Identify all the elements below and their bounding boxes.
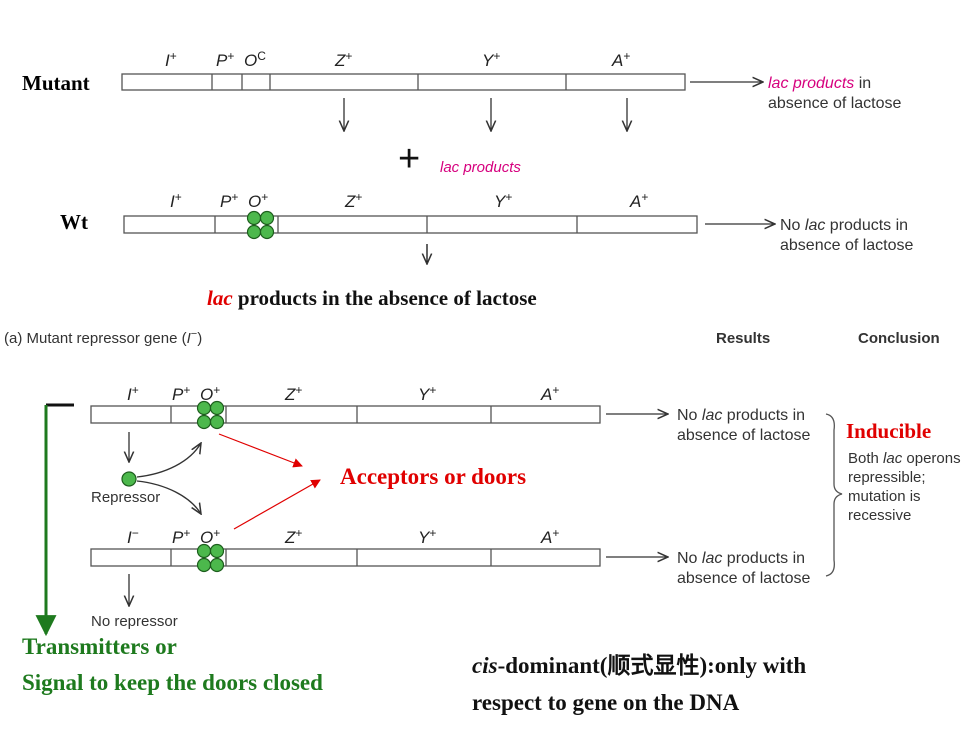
wt-gene-p: P+ [220, 190, 238, 211]
row1-gene-i: I+ [127, 383, 139, 404]
mutant-result-line2: absence of lactose [768, 95, 902, 112]
wt-result-line2: absence of lactose [780, 237, 914, 254]
mutant-gene-z: Z+ [334, 49, 352, 70]
repressor-label: Repressor [91, 489, 160, 506]
conclusion-line1: Both lac operons [848, 450, 961, 467]
mutant-gene-p: P+ [216, 49, 234, 70]
acceptors-label: Acceptors or doors [340, 464, 526, 489]
row2-result-line1: No lac products in [677, 550, 805, 567]
row1-operon-bar [90, 405, 601, 424]
row2-gene-z: Z+ [284, 526, 302, 547]
row2-result-line2: absence of lactose [677, 570, 811, 587]
row2-gene-p: P+ [172, 526, 190, 547]
wt-gene-y: Y+ [494, 190, 512, 211]
no-repressor-label: No repressor [91, 613, 178, 630]
row2-gene-y: Y+ [418, 526, 436, 547]
acceptor-arrow-2 [233, 479, 321, 530]
results-header: Results [716, 330, 770, 347]
mutant-gene-y: Y+ [482, 49, 500, 70]
wt-gene-o: O+ [248, 190, 268, 211]
repressor-to-row1-arrow [136, 443, 201, 478]
row1-result-line2: absence of lactose [677, 427, 811, 444]
lac-conclusion-text: lac products in the absence of lactose [207, 286, 537, 310]
row1-gene-p: P+ [172, 383, 190, 404]
wt-gene-i: I+ [170, 190, 182, 211]
wt-gene-z: Z+ [344, 190, 362, 211]
wt-operon-bar [123, 215, 698, 234]
mutant-operon-bar [121, 73, 686, 91]
wt-label: Wt [60, 210, 88, 234]
lac-products-label: lac products [440, 159, 521, 176]
mutant-gene-a: A+ [611, 49, 630, 70]
inducible-label: Inducible [846, 419, 931, 443]
plus-sign: + [398, 138, 420, 180]
wt-operator-repressor [246, 210, 275, 240]
row1-gene-a: A+ [540, 383, 559, 404]
mutant-gene-labels: I+ P+ OC Z+ Y+ A+ [165, 49, 630, 70]
cis-dominant-line2: respect to gene on the DNA [472, 690, 740, 715]
mutant-label: Mutant [22, 71, 90, 95]
row2-operator-repressor [196, 543, 225, 573]
mutant-down-arrows [344, 98, 627, 131]
row1-gene-y: Y+ [418, 383, 436, 404]
wt-result-line1: No lac products in [780, 217, 908, 234]
transmitters-line1: Transmitters or [22, 634, 177, 659]
row2-operon-bar [90, 548, 601, 567]
results-brace [825, 413, 843, 577]
conclusion-line2: repressible; [848, 469, 926, 486]
conclusion-text: Both lac operons repressible; mutation i… [848, 450, 961, 524]
row1-operator-repressor [196, 400, 225, 430]
wt-gene-a: A+ [629, 190, 648, 211]
conclusion-header: Conclusion [858, 330, 940, 347]
row1-gene-o: O+ [200, 383, 220, 404]
row2-gene-a: A+ [540, 526, 559, 547]
cis-dominant-line1: cis-dominant(顺式显性):only with [472, 653, 806, 678]
row2-gene-o: O+ [200, 526, 220, 547]
repressor-to-row2-arrow [136, 480, 201, 514]
section-label: (a) Mutant repressor gene (I−) [4, 328, 202, 347]
row2-gene-labels: I− P+ O+ Z+ Y+ A+ [127, 526, 559, 547]
row1-gene-labels: I+ P+ O+ Z+ Y+ A+ [127, 383, 559, 404]
conclusion-line3: mutation is [848, 488, 921, 505]
transmitters-line2: Signal to keep the doors closed [22, 670, 323, 695]
acceptor-arrow-1 [218, 433, 303, 468]
conclusion-line4: recessive [848, 507, 911, 524]
repressor-protein [121, 471, 137, 487]
row1-result-line1: No lac products in [677, 407, 805, 424]
wt-gene-labels: I+ P+ O+ Z+ Y+ A+ [170, 190, 648, 211]
row2-gene-i: I− [127, 526, 139, 547]
mutant-gene-i: I+ [165, 49, 177, 70]
mutant-result-line1: lac products in [768, 75, 871, 92]
row1-gene-z: Z+ [284, 383, 302, 404]
mutant-gene-o: OC [244, 49, 266, 70]
